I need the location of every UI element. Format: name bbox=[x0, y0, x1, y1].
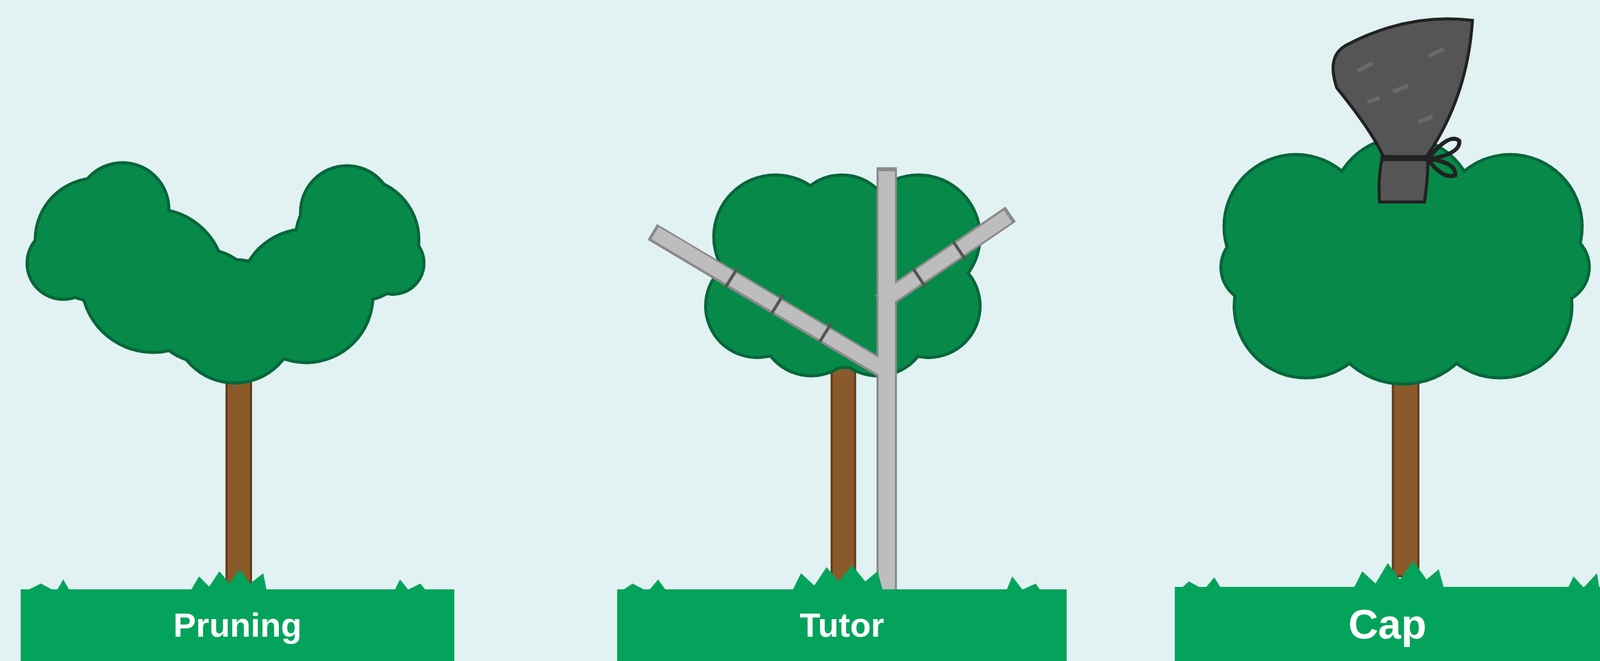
tutor-stake bbox=[660, 177, 1003, 588]
ground-band: Cap bbox=[1174, 586, 1600, 661]
bag-cap bbox=[1333, 18, 1473, 202]
pruned-tree bbox=[25, 160, 426, 587]
tree-label: Pruning bbox=[173, 606, 302, 644]
tree-label: Tutor bbox=[800, 606, 885, 644]
staked-tree bbox=[660, 173, 1003, 588]
capped-tree bbox=[1219, 18, 1591, 577]
ground-band: Tutor bbox=[617, 589, 1067, 661]
tree-label: Cap bbox=[1348, 601, 1427, 647]
ground-band: Pruning bbox=[20, 589, 455, 661]
